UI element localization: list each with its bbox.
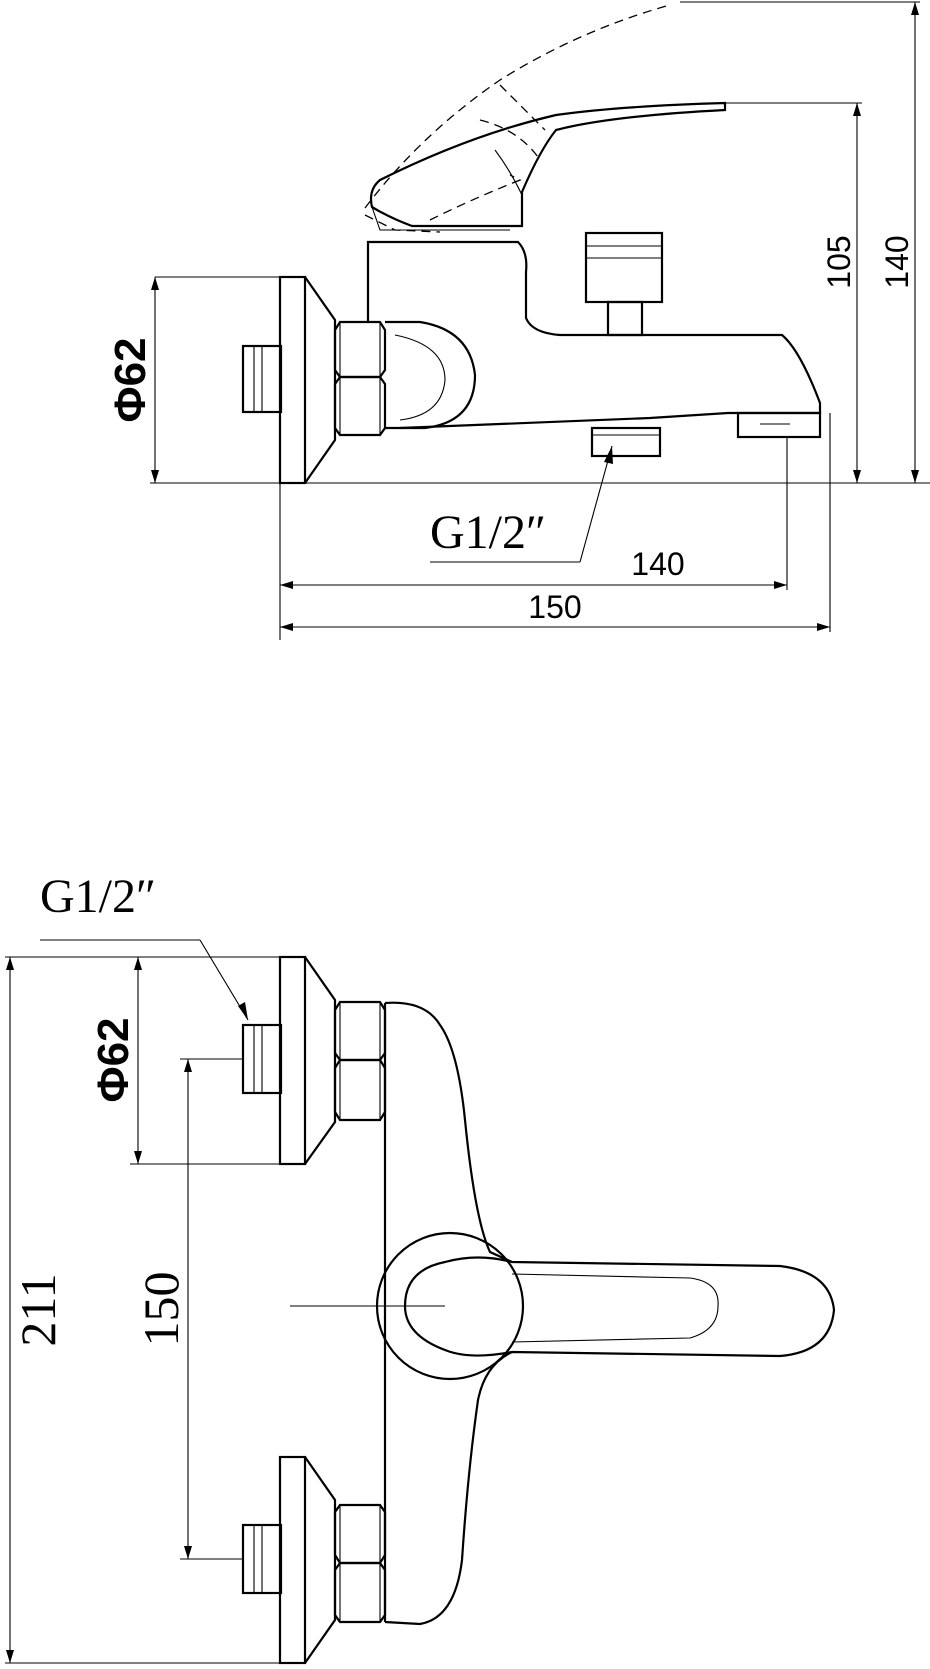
side-dim-140-horizontal: 140 [279,437,788,640]
top-lower-inlet-pipe [241,1523,283,1595]
top-upper-flange [278,955,337,1166]
side-spout-aerator [736,411,822,439]
side-wall-flange [278,275,337,485]
side-dim-150-horizontal-label: 150 [528,589,581,625]
top-lower-hex-nut [333,1503,387,1624]
top-upper-inlet-pipe [241,1023,283,1095]
top-upper-hex-nut [333,1000,387,1122]
top-dim-flange-label: Φ62 [89,1017,138,1102]
top-dim-centers-label: 150 [133,1272,189,1347]
top-thread-callout-label: G1/2″ [40,870,156,923]
top-dim-centers: 150 [133,1058,243,1560]
side-diverter-knob [584,231,664,337]
top-lower-flange [278,1455,337,1665]
side-dim-150-horizontal: 150 [280,413,831,632]
side-dim-140-vertical-label: 140 [879,235,915,288]
top-mixer-body [383,1001,513,1626]
side-lever-handle [369,101,727,228]
side-body-connector [385,320,477,430]
side-thread-callout: G1/2″ [430,445,613,563]
side-dim-flange-label: Φ62 [106,337,155,422]
top-lever-handle [403,1256,836,1358]
top-thread-callout: G1/2″ [40,870,249,1021]
side-dim-105: 105 [725,102,862,483]
side-lever-swing-outline [364,4,671,233]
side-dim-140-horizontal-label: 140 [631,546,684,582]
side-mixer-body [366,240,822,430]
side-dim-140-vertical: 140 [680,1,920,483]
top-view: G1/2″ Φ62 150 211 [5,870,836,1665]
side-hex-nut [333,320,387,437]
side-view: Φ62 105 140 G1/2″ [106,1,930,640]
side-dim-flange: Φ62 [106,276,280,483]
top-dim-overall-label: 211 [10,1273,66,1346]
side-thread-callout-label: G1/2″ [430,506,546,559]
top-dim-overall: 211 [5,956,280,1664]
top-dim-flange: Φ62 [89,956,280,1165]
side-inlet-pipe [241,344,283,414]
side-dim-105-label: 105 [821,235,857,288]
side-lower-outlet [590,426,662,458]
